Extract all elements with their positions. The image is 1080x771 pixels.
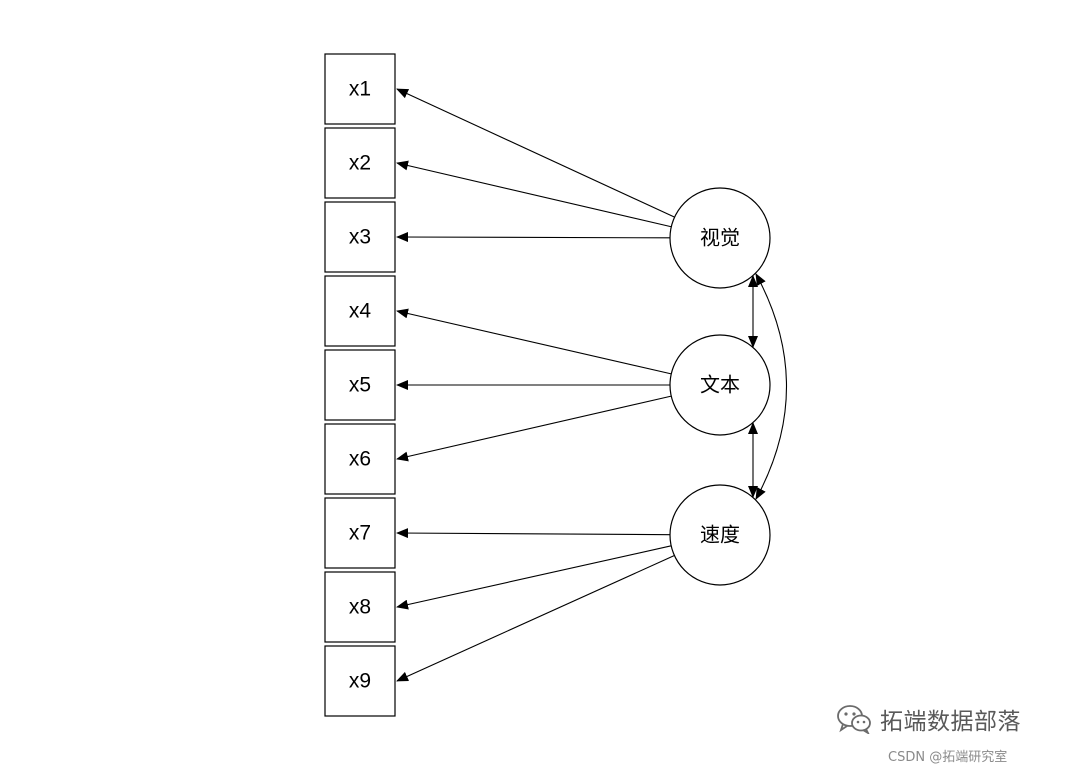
loading-arrow-x8 <box>396 545 672 610</box>
indicator-box <box>324 645 396 717</box>
indicator-label: x9 <box>349 670 371 693</box>
edges-layer <box>396 88 788 682</box>
factor-2: 文本 <box>669 334 771 436</box>
indicator-x8: x8 <box>324 571 396 643</box>
loading-arrow-x1 <box>396 88 675 218</box>
loading-arrow-x7 <box>396 528 671 539</box>
indicator-x2: x2 <box>324 127 396 199</box>
indicator-box <box>324 497 396 569</box>
loading-arrow-x2 <box>396 160 672 228</box>
indicator-x6: x6 <box>324 423 396 495</box>
factor-circle <box>669 484 771 586</box>
indicator-x7: x7 <box>324 497 396 569</box>
watermark-logo-row: 拓端数据部落 <box>836 702 1021 736</box>
indicator-box <box>324 53 396 125</box>
indicator-label: x4 <box>349 300 372 323</box>
indicator-x1: x1 <box>324 53 396 125</box>
factor-label: 文本 <box>700 373 740 397</box>
factor-3: 速度 <box>669 484 771 586</box>
indicator-label: x5 <box>349 374 371 397</box>
loading-arrow-x9 <box>396 554 675 682</box>
indicator-box <box>324 349 396 421</box>
indicator-x3: x3 <box>324 201 396 273</box>
indicator-label: x6 <box>349 448 371 471</box>
indicator-x5: x5 <box>324 349 396 421</box>
indicator-box <box>324 275 396 347</box>
indicator-label: x2 <box>349 152 371 175</box>
factor-label: 视觉 <box>700 226 740 250</box>
indicator-box <box>324 423 396 495</box>
indicator-label: x8 <box>349 596 371 619</box>
indicator-box <box>324 127 396 199</box>
wechat-icon <box>836 704 872 736</box>
loading-arrow-x4 <box>396 308 672 375</box>
indicator-box <box>324 201 396 273</box>
watermark-brand: 拓端数据部落 <box>880 709 1021 735</box>
factor-circle <box>669 334 771 436</box>
indicator-label: x1 <box>349 78 371 101</box>
factor-circle <box>669 187 771 289</box>
indicator-box <box>324 571 396 643</box>
indicator-label: x7 <box>349 522 371 545</box>
loading-arrow-x3 <box>396 232 671 243</box>
watermark-sub: CSDN @拓端研究室 <box>888 750 1008 765</box>
factor-1: 视觉 <box>669 187 771 289</box>
covariance-arc <box>755 273 788 500</box>
indicator-boxes: x1 x2 x3 x4 x5 x6 x7 x8 x9 <box>324 53 396 717</box>
factor-label: 速度 <box>700 523 740 547</box>
loading-arrow-x6 <box>396 395 672 462</box>
watermark: 拓端数据部落 CSDN @拓端研究室 <box>836 702 1066 766</box>
indicator-x4: x4 <box>324 275 396 347</box>
indicator-x9: x9 <box>324 645 396 717</box>
indicator-label: x3 <box>349 226 371 249</box>
